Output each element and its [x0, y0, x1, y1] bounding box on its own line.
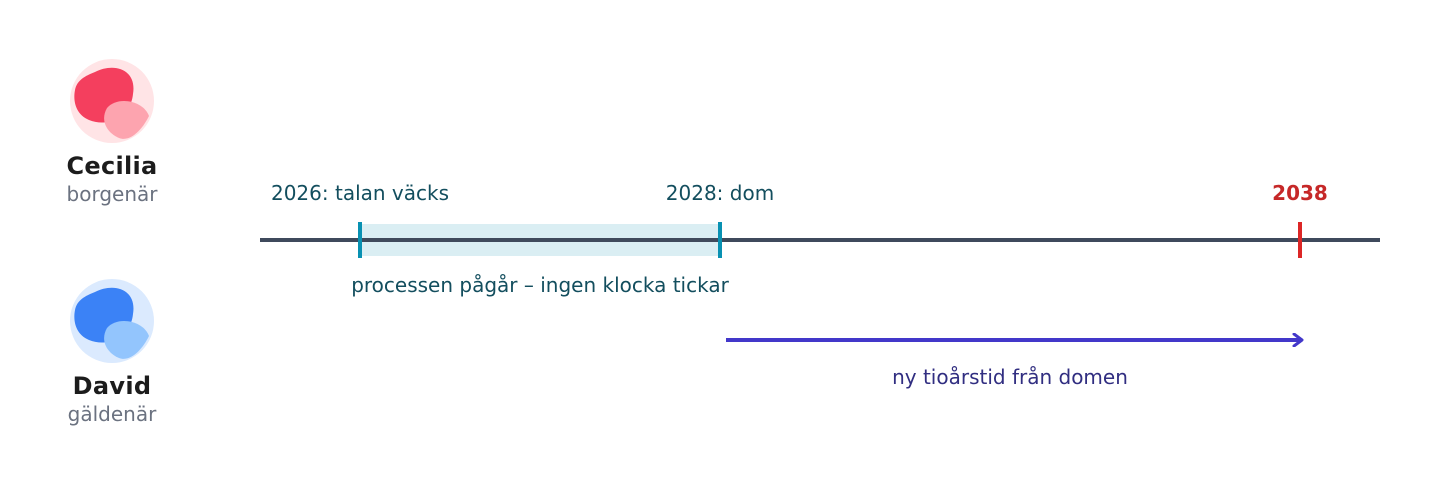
event-label-2026: 2026: talan väcks — [271, 181, 449, 205]
event-label-2038: 2038 — [1272, 181, 1328, 205]
avatar-icon — [70, 279, 154, 363]
arrow-label: ny tioårstid från domen — [892, 365, 1128, 389]
avatar-icon — [70, 59, 154, 143]
person-name: Cecilia — [66, 152, 158, 180]
person-cecilia: Cecilia borgenär — [22, 56, 202, 206]
person-david: David gäldenär — [22, 276, 202, 426]
avatar-body-shape — [104, 101, 149, 139]
process-label: processen pågår – ingen klocka tickar — [351, 273, 729, 297]
person-name: David — [72, 372, 152, 400]
event-label-2028: 2028: dom — [666, 181, 774, 205]
person-role: borgenär — [66, 182, 158, 206]
avatar-body-shape — [104, 321, 149, 359]
person-role: gäldenär — [67, 402, 157, 426]
